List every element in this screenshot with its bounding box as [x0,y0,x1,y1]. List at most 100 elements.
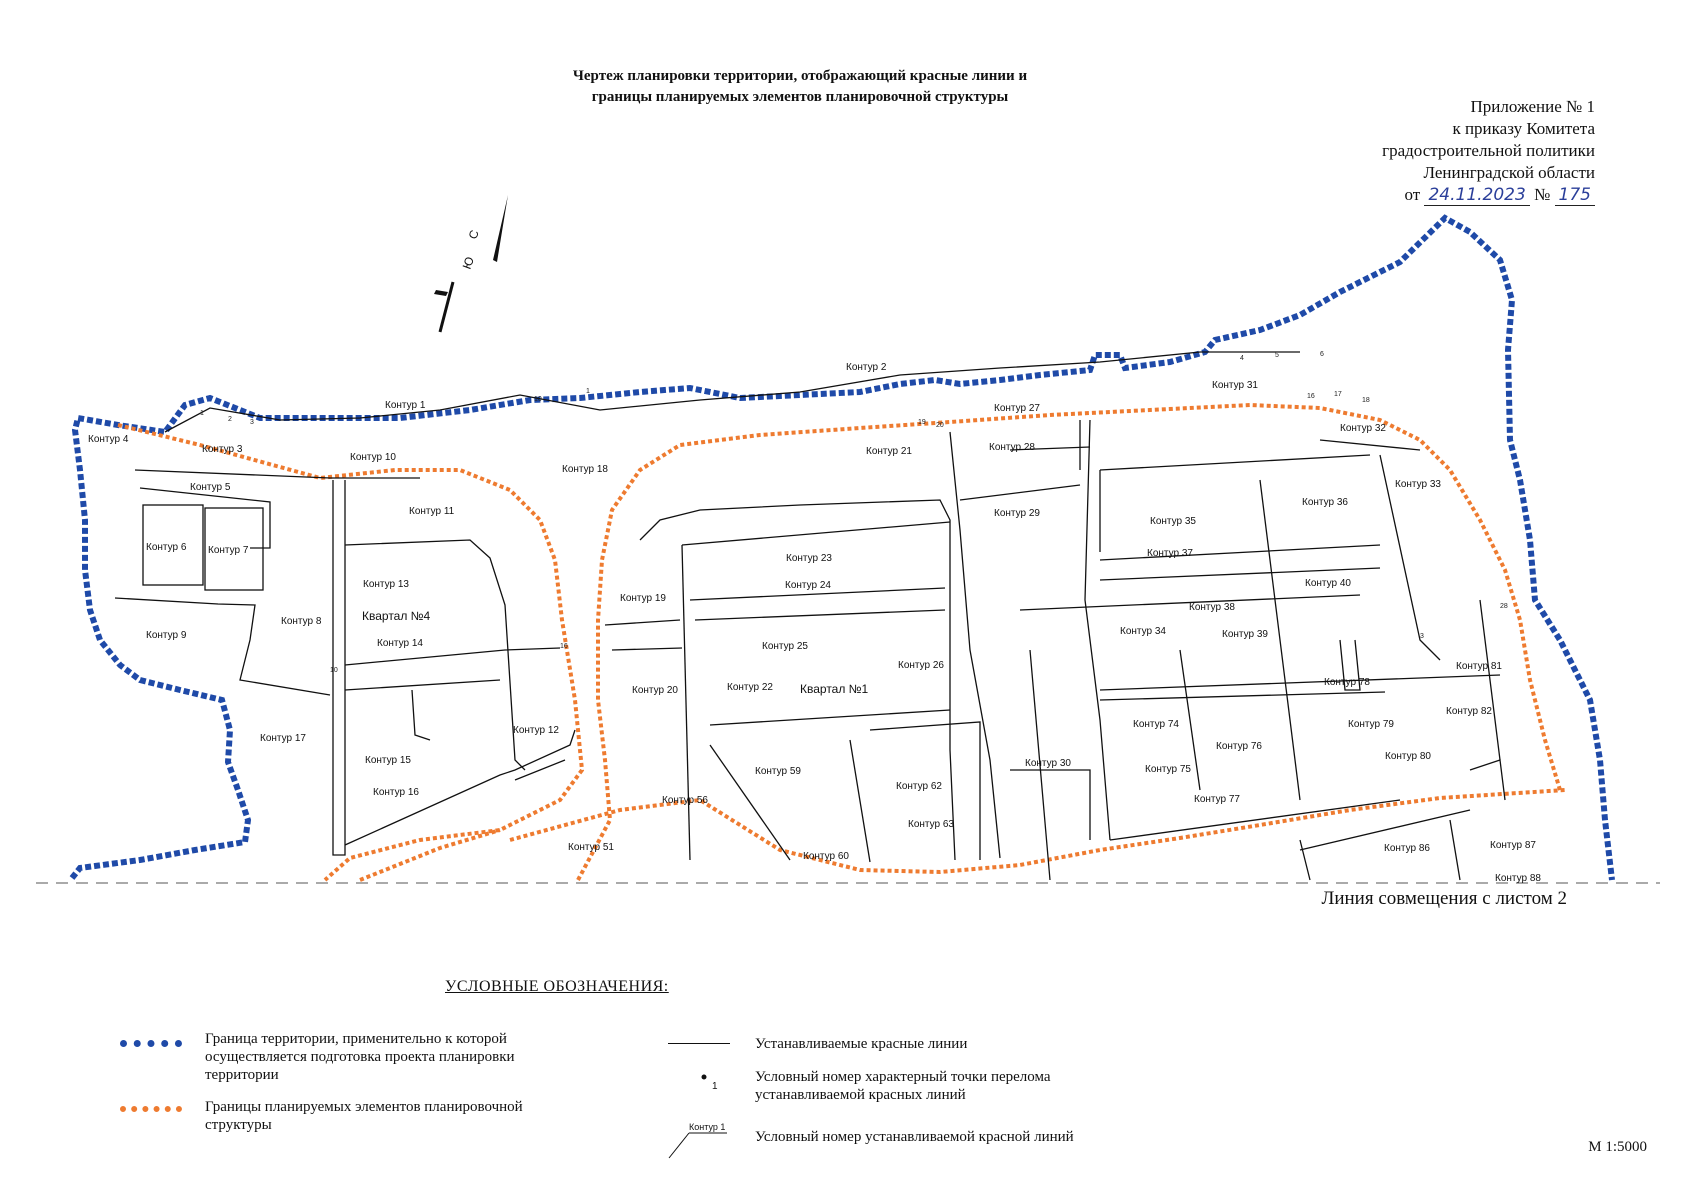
contour-label: Контур 18 [562,464,608,475]
element-boundaries [117,402,1566,882]
contour-label: Контур 79 [1348,719,1394,730]
contour-label: Контур 51 [568,842,614,853]
contour-label: Контур 82 [1446,706,1492,717]
contour-label: Контур 10 [350,452,396,463]
contour-label: Контур 27 [994,403,1040,414]
break-point-numbers: 1 2 3 1 10 19 20 16 17 18 4 5 6 28 10 16… [200,351,1508,674]
svg-text:19: 19 [918,419,926,426]
contour-label: Контур 30 [1025,758,1071,769]
quarter-1-label: Квартал №1 [800,682,869,696]
contour-label: Контур 34 [1120,626,1166,637]
svg-text:16: 16 [1307,393,1315,400]
contour-label: Контур 25 [762,641,808,652]
contour-label: Контур 33 [1395,479,1441,490]
contour-label: Контур 60 [803,851,849,862]
legend-break-point-sample: 1 [712,1081,718,1092]
legend-territory-text: Граница территории, применительно к кото… [205,1031,515,1083]
contour-label: Контур 29 [994,508,1040,519]
quarter-4-label: Квартал №4 [362,609,431,623]
contour-label: Контур 74 [1133,719,1179,730]
contour-label: Контур 13 [363,579,409,590]
contour-label: Контур 5 [190,482,231,493]
contour-label: Контур 17 [260,733,306,744]
contour-label: Контур 40 [1305,578,1351,589]
legend-elements-text: Границы планируемых элементов планировоч… [205,1099,523,1133]
contour-label: Контур 80 [1385,751,1431,762]
title-line-1: Чертеж планировки территории, отображающ… [572,68,1028,84]
svg-text:1: 1 [586,388,590,395]
svg-text:3: 3 [250,419,254,426]
contour-labels: Контур 1 Контур 2 Контур 3 Контур 4 Конт… [88,362,1541,884]
contour-label: Контур 19 [620,593,666,604]
contour-label: Контур 63 [908,819,954,830]
contour-label: Контур 9 [146,630,187,641]
contour-label: Контур 28 [989,442,1035,453]
contour-label: Контур 24 [785,580,831,591]
contour-label: Контур 16 [373,787,419,798]
contour-label: Контур 1 [385,400,426,411]
contour-label: Контур 62 [896,781,942,792]
contour-label: Контур 6 [146,542,187,553]
contour-label: Контур 4 [88,434,129,445]
contour-label: Контур 26 [898,660,944,671]
contour-label: Контур 20 [632,685,678,696]
number-prefix: № [1534,185,1551,204]
contour-label: Контур 21 [866,446,912,457]
south-letter: Ю [460,255,477,271]
contour-label: Контур 31 [1212,380,1258,391]
date-prefix: от [1404,185,1421,204]
legend-elements-symbol [120,1106,182,1112]
svg-text:17: 17 [1334,391,1342,398]
appendix-line-1: Приложение № 1 [1470,97,1595,116]
north-letter: С [466,228,482,241]
svg-text:3: 3 [1420,633,1424,640]
svg-text:2: 2 [228,416,232,423]
svg-text:5: 5 [1275,352,1279,359]
appendix-line-4: Ленинградской области [1423,163,1595,182]
contour-label: Контур 22 [727,682,773,693]
contour-label: Контур 15 [365,755,411,766]
territory-boundary [69,214,1615,881]
svg-text:28: 28 [1500,603,1508,610]
contour-label: Контур 11 [409,506,455,517]
svg-text:4: 4 [1240,355,1244,362]
legend-contour-symbol: Контур 1 [668,1122,727,1159]
contour-label: Контур 39 [1222,629,1268,640]
title-line-2: границы планируемых элементов планировоч… [591,89,1009,105]
legend-title: УСЛОВНЫЕ ОБОЗНАЧЕНИЯ: [445,978,669,995]
contour-label: Контур 76 [1216,741,1262,752]
red-lines [114,351,1506,881]
drawing-title: Чертеж планировки территории, отображающ… [500,66,1100,108]
contour-label: Контур 32 [1340,423,1386,434]
legend-red-line-text: Устанавливаемые красные линии [755,1036,968,1052]
legend-territory-symbol [120,1040,182,1047]
contour-label: Контур 2 [846,362,887,373]
contour-label: Контур 38 [1189,602,1235,613]
svg-text:10: 10 [534,396,542,403]
svg-text:20: 20 [936,422,944,429]
appendix-line-3: градостроительной политики [1382,141,1595,160]
map-scale: М 1:5000 [1588,1139,1647,1155]
legend-break-point-symbol: 1 [701,1074,718,1092]
contour-label: Контур 35 [1150,516,1196,527]
appendix-block: Приложение № 1 к приказу Комитета градос… [1382,96,1595,206]
svg-text:1: 1 [200,410,204,417]
appendix-date-line: от 24.11.2023 № 175 [1382,184,1595,206]
legend-contour-text: Условный номер устанавливаемой красной л… [755,1129,1074,1145]
contour-label: Контур 59 [755,766,801,777]
contour-label: Контур 75 [1145,764,1191,775]
contour-label: Контур 8 [281,616,322,627]
contour-label: Контур 12 [513,725,559,736]
contour-label: Контур 81 [1456,661,1502,672]
contour-label: Контур 78 [1324,677,1370,688]
contour-label: Контур 37 [1147,548,1193,559]
svg-text:18: 18 [1362,397,1370,404]
contour-label: Контур 56 [662,795,708,806]
contour-label: Контур 77 [1194,794,1240,805]
legend-break-point-text: Условный номер характерный точки перелом… [755,1069,1051,1103]
svg-text:6: 6 [1320,351,1324,358]
appendix-line-2: к приказу Комитета [1452,119,1595,138]
svg-text:10: 10 [330,667,338,674]
sheet-seam-label: Линия совмещения с листом 2 [1321,888,1567,909]
